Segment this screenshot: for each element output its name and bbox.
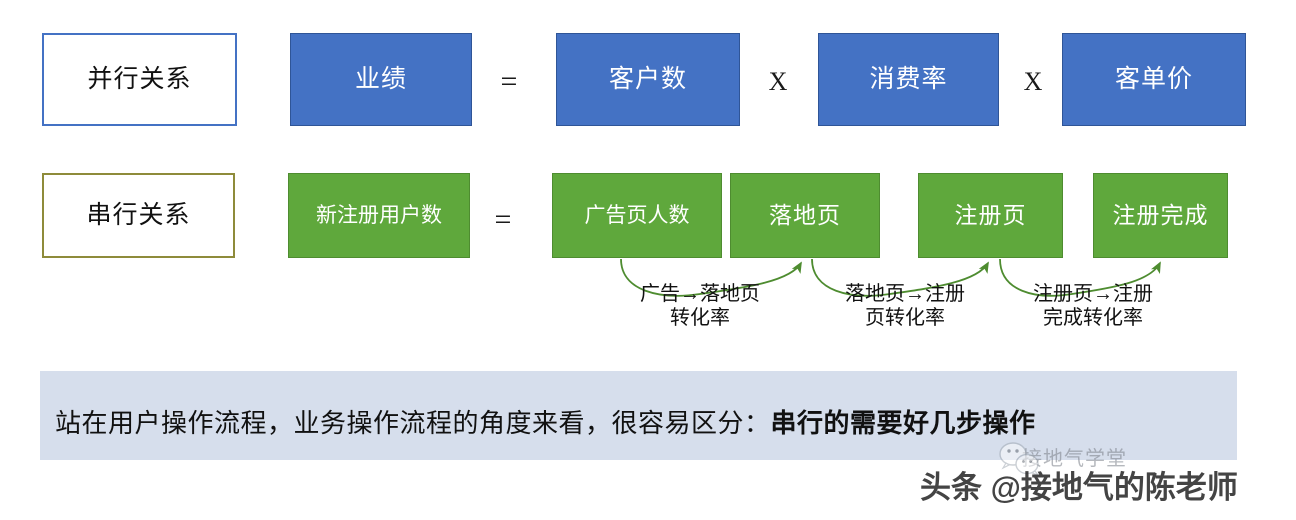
funnel-box-register-complete: 注册完成 (1093, 173, 1228, 258)
wechat-icon (999, 442, 1040, 477)
equals-operator-serial: = (494, 203, 512, 236)
arrow-caption-landing-to-register: 落地页→注册 页转化率 (845, 283, 965, 329)
funnel-box-ad-page-visitors: 广告页人数 (552, 173, 722, 258)
metric-box-performance: 业绩 (290, 33, 472, 126)
watermark-brand-label: 接地气学堂 (1022, 448, 1127, 470)
funnel-box-landing-page-text: 落地页 (769, 201, 841, 228)
metric-box-unit-price-text: 客单价 (1114, 64, 1193, 93)
multiply-operator-2: X (1023, 67, 1043, 96)
multiply-operator-1: X (768, 67, 788, 96)
funnel-box-landing-page: 落地页 (730, 173, 880, 258)
metric-box-consumption-rate: 消费率 (818, 33, 999, 126)
arrow-caption-register-to-complete: 注册页→注册 完成转化率 (1033, 283, 1153, 329)
metric-box-performance-text: 业绩 (354, 64, 407, 93)
metric-box-unit-price: 客单价 (1062, 33, 1246, 126)
funnel-box-register-page: 注册页 (918, 173, 1063, 258)
summary-banner (40, 371, 1237, 460)
funnel-box-register-page-text: 注册页 (954, 201, 1027, 228)
metric-box-customer-count-text: 客户数 (608, 64, 687, 93)
parallel-relation-label-box: 并行关系 (42, 33, 237, 126)
watermark: 接地气学堂 头条 @接地气的陈老师 (900, 440, 1296, 520)
summary-banner-text: 站在用户操作流程，业务操作流程的角度来看，很容易区分：串行的需要好几步操作 (55, 403, 1225, 440)
funnel-box-register-complete-text: 注册完成 (1112, 201, 1209, 228)
funnel-box-ad-page-visitors-text: 广告页人数 (584, 203, 690, 227)
parallel-relation-label-text: 并行关系 (87, 64, 192, 93)
equals-operator-parallel: = (500, 65, 518, 98)
summary-banner-text-bold: 串行的需要好几步操作 (770, 408, 1036, 438)
metric-box-customer-count: 客户数 (556, 33, 740, 126)
funnel-box-new-registered-users: 新注册用户数 (288, 173, 470, 258)
serial-relation-label-text: 串行关系 (86, 200, 191, 229)
metric-box-consumption-rate-text: 消费率 (869, 64, 948, 93)
funnel-box-new-registered-users-text: 新注册用户数 (316, 203, 442, 227)
arrow-caption-ad-to-landing: 广告→落地页 转化率 (640, 283, 760, 329)
summary-banner-text-plain: 站在用户操作流程，业务操作流程的角度来看，很容易区分： (55, 408, 771, 438)
serial-relation-label-box: 串行关系 (42, 173, 235, 258)
watermark-author-label: 头条 @接地气的陈老师 (920, 470, 1238, 505)
